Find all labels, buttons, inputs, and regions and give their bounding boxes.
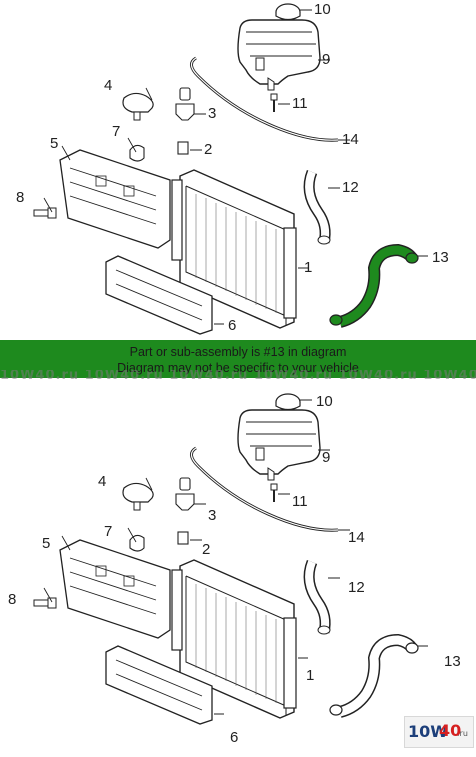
logo-part-2: 40 xyxy=(439,721,462,740)
callout-8: 8 xyxy=(16,189,24,206)
callout-9: 9 xyxy=(322,449,330,466)
callout-9: 9 xyxy=(322,51,330,68)
callout-6: 6 xyxy=(230,729,238,746)
callout-14: 14 xyxy=(348,529,365,546)
callout-11: 11 xyxy=(292,95,308,112)
info-banner: Part or sub-assembly is #13 in diagram D… xyxy=(0,340,476,378)
callout-2: 2 xyxy=(202,541,210,558)
callout-5: 5 xyxy=(42,535,50,552)
hose-13-highlighted xyxy=(330,250,418,325)
diagram-top xyxy=(34,4,428,334)
diagram-bottom xyxy=(34,394,428,724)
hose-13 xyxy=(330,640,418,715)
callout-7: 7 xyxy=(112,123,120,140)
callout-10: 10 xyxy=(314,1,331,18)
logo-part-3: .ru xyxy=(457,729,468,738)
callout-6: 6 xyxy=(228,317,236,334)
callout-5: 5 xyxy=(50,135,58,152)
callout-14: 14 xyxy=(342,131,359,148)
callout-4: 4 xyxy=(98,473,106,490)
callout-13: 13 xyxy=(432,249,449,266)
callout-10: 10 xyxy=(316,393,333,410)
callout-3: 3 xyxy=(208,105,216,122)
callouts-bottom: 10 9 11 4 3 2 7 5 8 14 12 13 1 6 xyxy=(8,393,461,746)
callout-11: 11 xyxy=(292,493,308,510)
callout-12: 12 xyxy=(342,179,359,196)
callout-12: 12 xyxy=(348,579,365,596)
callouts-top: 10 9 11 4 3 2 7 5 8 14 12 13 1 6 xyxy=(16,1,449,334)
logo-part-1: 10W xyxy=(408,722,448,741)
callout-4: 4 xyxy=(104,77,112,94)
callout-1: 1 xyxy=(306,667,314,684)
site-logo: 10W 40 .ru xyxy=(404,716,474,748)
banner-line-2: Diagram may not be specific to your vehi… xyxy=(117,361,359,375)
callout-7: 7 xyxy=(104,523,112,540)
watermark-strip: 10W40.ru 10W40.ru 10W40.ru 10W40.ru 10W4… xyxy=(0,370,476,382)
callout-2: 2 xyxy=(204,141,212,158)
callout-13: 13 xyxy=(444,653,461,670)
callout-1: 1 xyxy=(304,259,312,276)
hose-13-green xyxy=(330,250,418,325)
banner-line-1: Part or sub-assembly is #13 in diagram xyxy=(129,345,347,359)
callout-8: 8 xyxy=(8,591,16,608)
callout-3: 3 xyxy=(208,507,216,524)
